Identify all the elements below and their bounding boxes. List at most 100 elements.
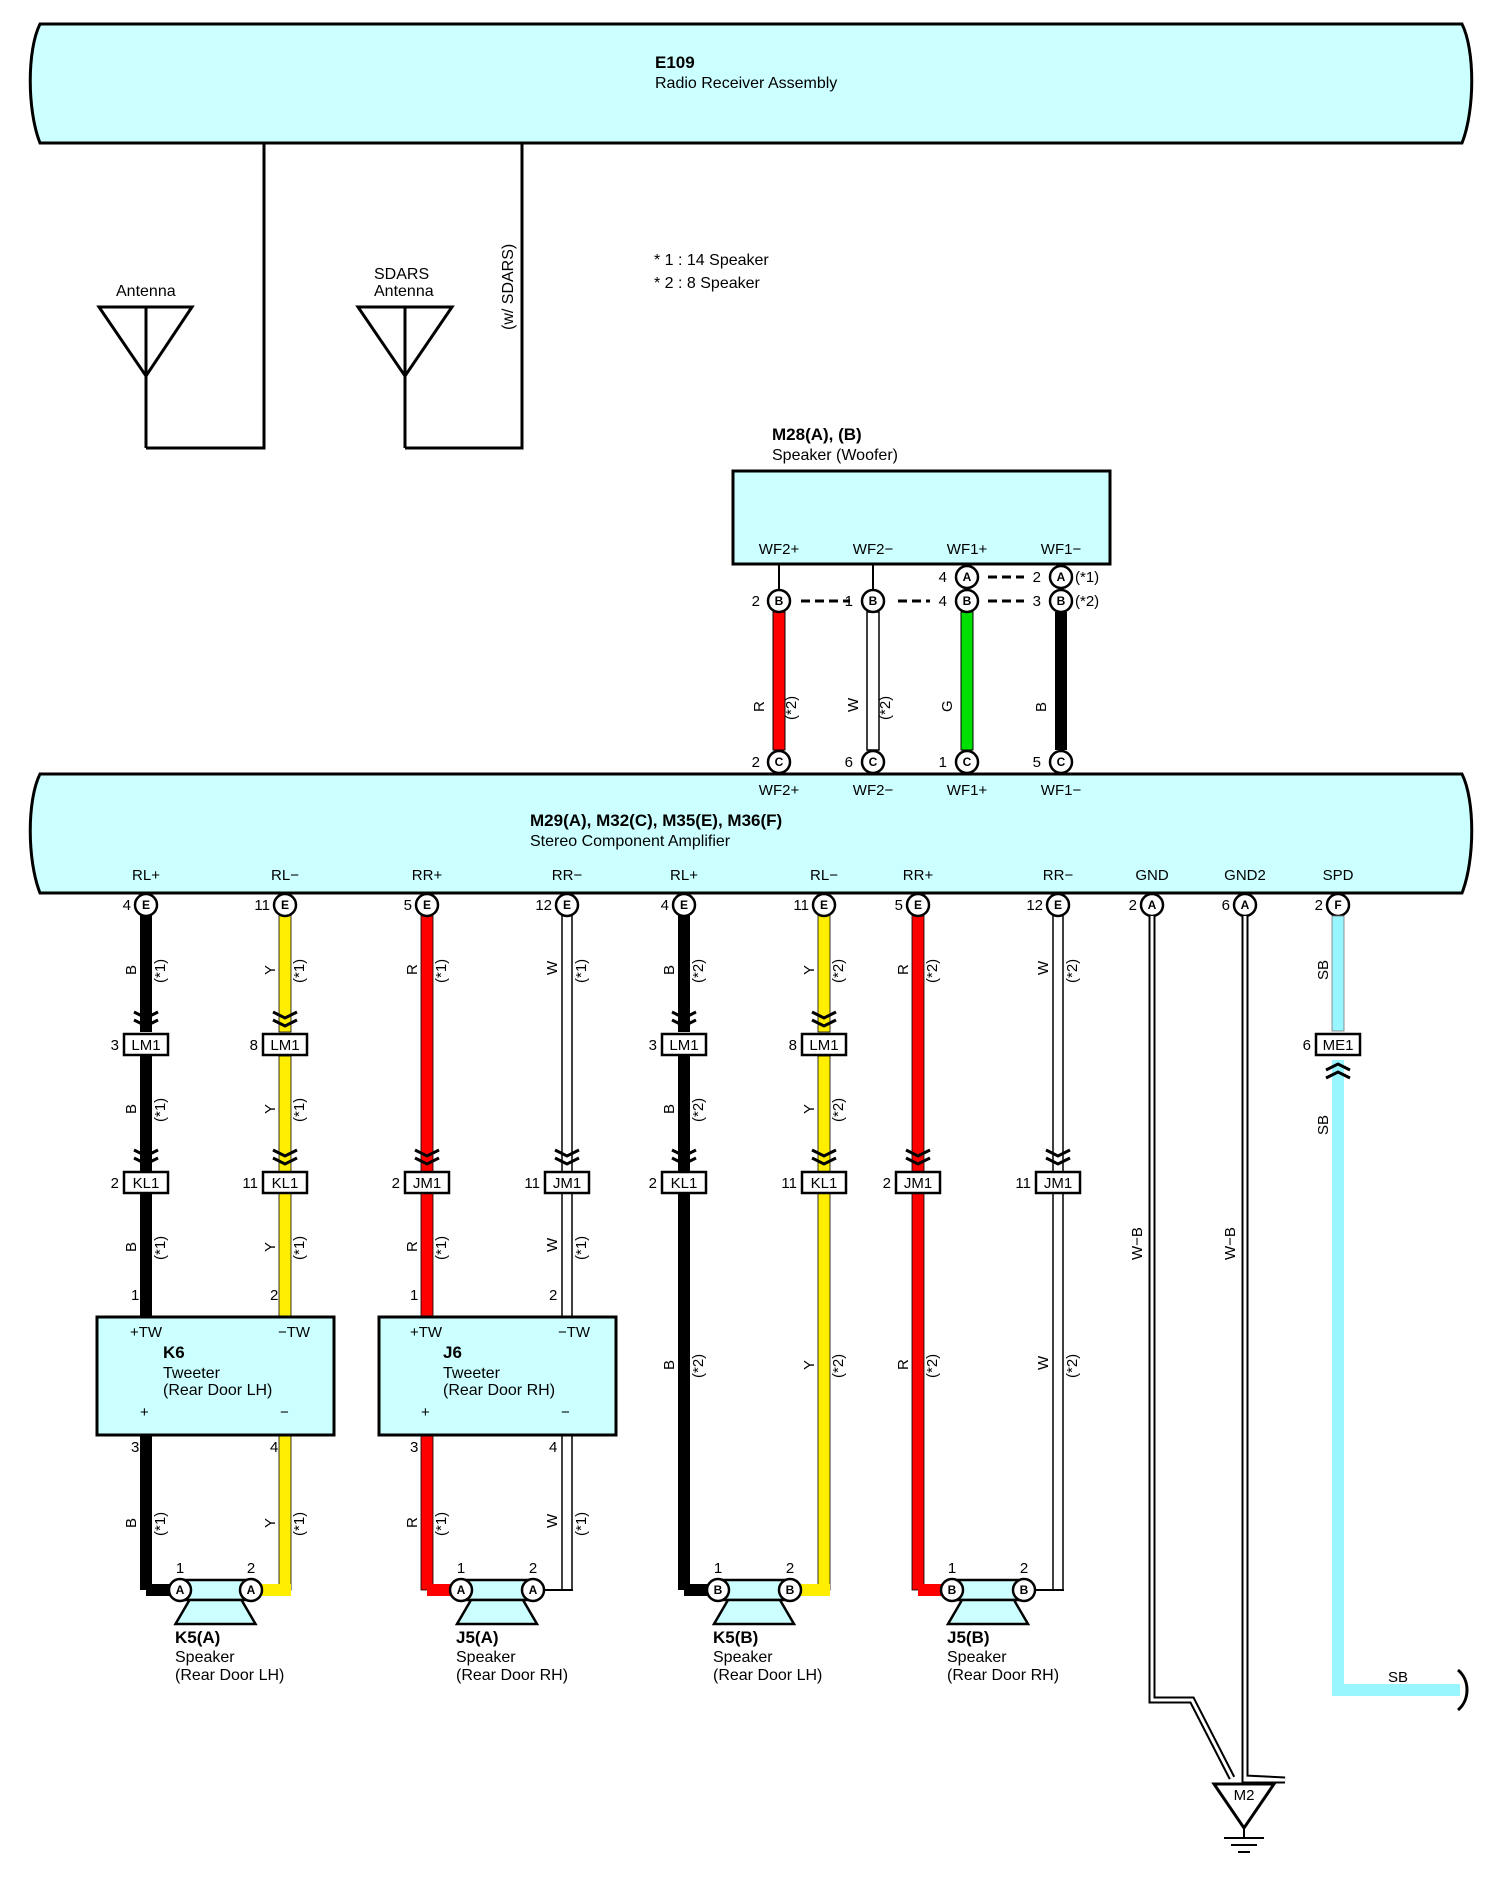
antenna-label: Antenna — [116, 283, 176, 300]
junction-label: ME1 — [1323, 1037, 1354, 1054]
amp-woofer-connectors: C 2 WF2+ C 6 WF2− C 1 WF1+ C 5 WF1− — [752, 749, 1081, 799]
speaker-cone — [454, 1598, 540, 1626]
wire-code: B — [123, 1104, 140, 1114]
wire-code: R — [895, 964, 912, 975]
speaker-name: Speaker — [713, 1649, 773, 1666]
wire-code: W — [544, 1513, 561, 1528]
k6-in-neg: −TW — [278, 1324, 311, 1341]
junction-chevron — [414, 1148, 440, 1158]
amp-pin-label: RL− — [271, 867, 299, 884]
junction-label: KL1 — [671, 1175, 698, 1192]
wire-note: (*1) — [433, 959, 450, 983]
connector-circle — [554, 892, 580, 918]
speaker-id: J5(A) — [456, 1628, 499, 1647]
amp-pin-label: WF1+ — [947, 782, 988, 799]
speaker-pin: 1 — [948, 1560, 956, 1577]
junction-box — [800, 1032, 848, 1057]
wire-segment — [911, 1191, 925, 1591]
conn-letter: A — [963, 570, 972, 584]
j6-pin4: 4 — [549, 1439, 557, 1456]
wire-code: W−B — [1129, 1227, 1146, 1260]
wire-segment — [817, 1191, 831, 1591]
junction-chevron — [1045, 1148, 1071, 1158]
junction-chevron — [671, 1148, 697, 1158]
wire-note: (*1) — [291, 1512, 308, 1536]
woofer-wire-note-2: (*2) — [877, 696, 894, 720]
k6-pin1: 1 — [131, 1287, 139, 1304]
connector-circle — [671, 892, 697, 918]
woofer-speaker: M28(A), (B) Speaker (Woofer) WF2+ WF2− W… — [731, 425, 1112, 566]
wire-note: (*1) — [291, 1098, 308, 1122]
speaker-name: Speaker — [947, 1649, 1007, 1666]
k6-name: Tweeter — [163, 1365, 221, 1382]
receiver-name: Radio Receiver Assembly — [655, 75, 837, 92]
junction-chevron — [272, 1010, 298, 1020]
wire-code: B — [661, 1360, 678, 1370]
junction-pin: 8 — [789, 1037, 797, 1054]
amplifier-id: M29(A), M32(C), M35(E), M36(F) — [530, 811, 782, 830]
wire-code: Y — [801, 1360, 818, 1370]
conn-letter: B — [775, 594, 784, 608]
conn-letter: B — [963, 594, 972, 608]
wire-code: B — [661, 965, 678, 975]
tweeter-j6: +TW −TW J6 Tweeter (Rear Door RH) + − 1 … — [377, 1287, 618, 1456]
conn-pin: 3 — [1033, 593, 1041, 610]
wire-note: (*1) — [433, 1512, 450, 1536]
connector-letter: E — [1054, 898, 1062, 912]
junction-label: JM1 — [413, 1175, 441, 1192]
junction-box — [122, 1170, 170, 1195]
wire-code: W−B — [1222, 1227, 1239, 1260]
amplifier-panel: M29(A), M32(C), M35(E), M36(F) Stereo Co… — [28, 772, 1474, 895]
wire-note: (*1) — [291, 1236, 308, 1260]
junction-chevron — [1325, 1070, 1351, 1080]
junction-label: KL1 — [811, 1175, 838, 1192]
junction-chevron — [671, 1010, 697, 1020]
wire-segment — [420, 914, 434, 1173]
wire-code: B — [123, 965, 140, 975]
wire-note: (*2) — [690, 1098, 707, 1122]
connector-circle — [1011, 1577, 1037, 1603]
gnd-wire-inner — [1243, 916, 1286, 1782]
junction-pin: 3 — [111, 1037, 119, 1054]
connector-letter: E — [914, 898, 922, 912]
conn-pin: 5 — [1033, 754, 1041, 771]
j6-pin3: 3 — [410, 1439, 418, 1456]
speaker-loc: (Rear Door LH) — [175, 1667, 284, 1684]
junction-box — [660, 1170, 708, 1195]
gnd-wire — [1241, 916, 1286, 1784]
wire-segment — [678, 1192, 690, 1590]
amplifier-name: Stereo Component Amplifier — [530, 833, 731, 850]
j6-in-pos: +TW — [410, 1324, 443, 1341]
conn-pin: 1 — [939, 754, 947, 771]
amp-pin-label: RR− — [1043, 867, 1074, 884]
j6-id: J6 — [443, 1343, 462, 1362]
junction-chevron — [671, 1018, 697, 1028]
radio-receiver-panel: E109 Radio Receiver Assembly — [28, 22, 1474, 145]
wire-code: Y — [801, 965, 818, 975]
speaker-name: Speaker — [175, 1649, 235, 1666]
junction-label: JM1 — [553, 1175, 581, 1192]
wire-code: R — [404, 1517, 421, 1528]
connector-letter: A — [529, 1583, 538, 1597]
woofer-tag-star1: (*1) — [1075, 569, 1099, 586]
amp-pin-label: RL− — [810, 867, 838, 884]
junction-pin: 2 — [111, 1175, 119, 1192]
junction-chevron — [414, 1156, 440, 1166]
woofer-tag-star2: (*2) — [1075, 593, 1099, 610]
connector-circle — [905, 892, 931, 918]
junction-pin: 11 — [242, 1175, 258, 1192]
wire-segment — [140, 1435, 152, 1590]
speaker-pin: 2 — [247, 1560, 255, 1577]
wire-segment — [561, 1191, 573, 1318]
woofer-wire-note-1: (*2) — [783, 696, 800, 720]
wire-note: (*2) — [924, 1354, 941, 1378]
wire-code: W — [544, 1237, 561, 1252]
woofer-id: M28(A), (B) — [772, 425, 862, 444]
j6-in-neg: −TW — [558, 1324, 591, 1341]
receiver-id: E109 — [655, 53, 695, 72]
j6-pin2: 2 — [549, 1287, 557, 1304]
junction-chevron — [133, 1018, 159, 1028]
connector-pin: 12 — [535, 897, 552, 914]
connector-circle — [167, 1577, 193, 1603]
